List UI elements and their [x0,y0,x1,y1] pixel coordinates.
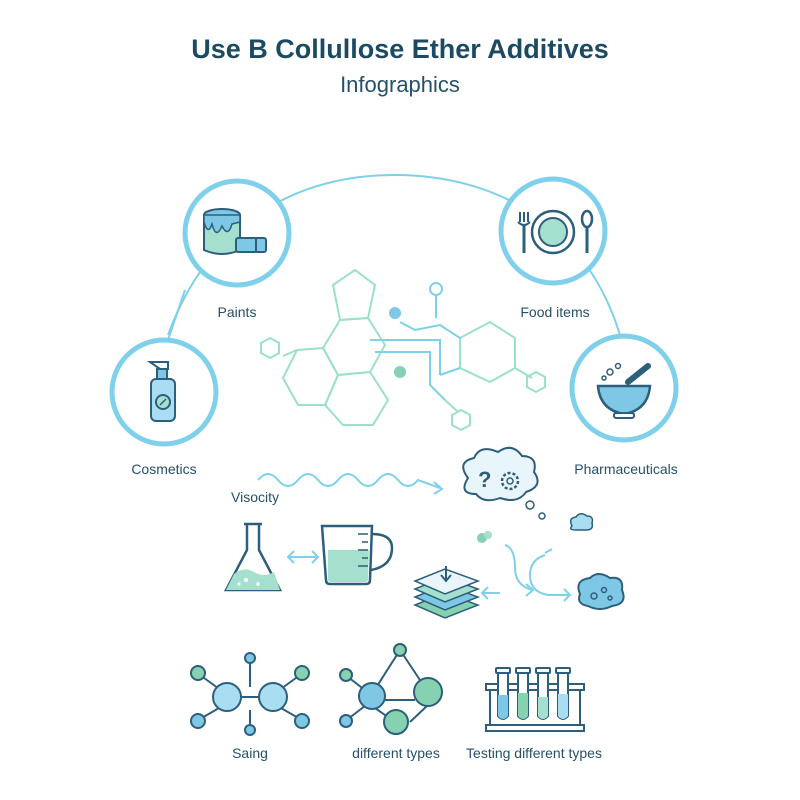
measuring-cup-icon [320,524,394,586]
question-mark-icon: ? [478,467,491,492]
small-hex-right [526,370,546,394]
atom-blue [389,307,401,319]
bond-bottom-right [444,399,459,413]
saing-label: Saing [232,745,268,761]
small-cloud-icon [569,513,594,531]
flow-arrows [480,544,572,602]
pharmaceuticals-circle [569,333,679,443]
viscosity-wave [257,473,444,495]
atom-top [429,282,443,296]
gear-icon [500,471,520,491]
hex-ring-right [459,320,516,384]
small-green-blob-icon [477,531,492,543]
layers-stack-icon [413,566,481,619]
page-title: Use B Collullose Ether Additives [191,34,609,64]
paint-can-icon [203,208,267,255]
small-hex-bottom [451,408,471,432]
molecule-icon [190,652,310,736]
five-ring [331,268,377,322]
flask-icon [223,522,283,592]
page-subtitle: Infographics [340,72,460,97]
bond-lines [370,296,461,401]
double-arrow-icon [286,550,320,564]
cosmetics-circle [109,337,219,447]
lotion-bottle-icon [146,361,176,422]
paints-label: Paints [217,304,257,320]
test-tubes-icon [485,667,585,732]
hex-ring-lower-right [323,370,390,426]
cosmetics-label: Cosmetics [131,461,197,477]
bond-small-left [282,349,298,357]
central-molecule [260,268,546,432]
mortar-pestle-icon [596,362,652,419]
plate-cutlery-icon [517,209,594,255]
usage-arc-left-end [167,289,186,341]
testing-different-types-label: Testing different types [466,745,602,761]
particle-blob-icon [577,573,625,610]
paints-circle [182,178,292,288]
food-items-label: Food items [520,304,590,320]
thought-cloud: ? [462,446,546,520]
different-types-label: different types [352,745,440,761]
molecule-chain-icon [339,643,443,735]
food-items-circle [498,176,608,286]
viscosity-label: Visocity [231,489,279,505]
atom-green [394,366,406,378]
pharmaceuticals-label: Pharmaceuticals [574,461,678,477]
small-hex-left [260,336,280,360]
